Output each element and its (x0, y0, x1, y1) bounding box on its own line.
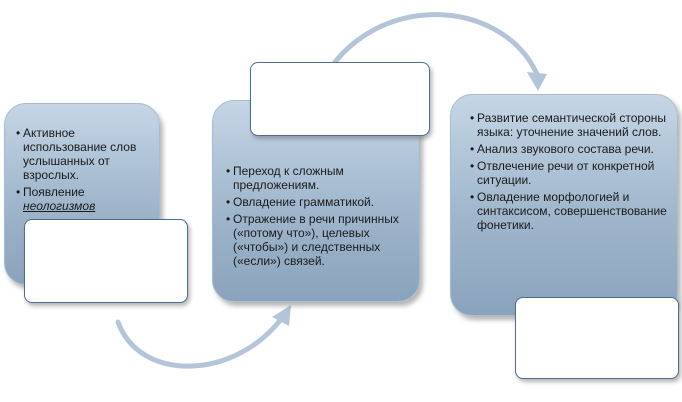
arrow-card1-to-card2 (115, 315, 285, 369)
list-item: •Анализ звукового состава речи. (470, 142, 654, 156)
bullet: • (16, 126, 21, 140)
card-2-list: •Переход к сложным предложениям. •Овладе… (226, 164, 415, 271)
bullet: • (470, 190, 475, 204)
card-3-list: •Развитие семантической стороны языка: у… (470, 111, 675, 235)
card-1-list: •Активное использование слов услышанных … (16, 126, 155, 216)
list-item: •Отражение в речи причинных («потому что… (226, 212, 399, 268)
list-item: •Овладение грамматикой. (226, 195, 375, 209)
stage-card-1: •Активное использование слов услышанных … (4, 103, 160, 285)
emphasized-term: неологизмов (23, 199, 96, 213)
bullet: • (470, 142, 475, 156)
bullet: • (470, 111, 475, 125)
list-item: •Овладение морфологией и синтаксисом, со… (470, 190, 667, 232)
stage-card-3: •Развитие семантической стороны языка: у… (450, 94, 678, 316)
list-item: •Переход к сложным предложениям. (226, 164, 344, 192)
empty-label-box-1 (24, 219, 188, 303)
bullet: • (16, 185, 21, 199)
empty-label-box-3 (515, 297, 679, 379)
arrow-head-card2 (272, 305, 291, 326)
list-item: •Появление неологизмов (16, 185, 96, 213)
empty-label-box-2 (250, 62, 430, 136)
bullet: • (226, 212, 231, 226)
bullet: • (226, 195, 231, 209)
list-item: •Развитие семантической стороны языка: у… (470, 111, 667, 139)
bullet: • (470, 159, 475, 173)
bullet: • (226, 164, 231, 178)
list-item: •Отвлечение речи от конкретной ситуации. (470, 159, 655, 187)
list-item: •Активное использование слов услышанных … (16, 126, 137, 182)
arrow-card2-to-card3 (319, 12, 540, 85)
arrow-head-card3 (527, 72, 547, 91)
